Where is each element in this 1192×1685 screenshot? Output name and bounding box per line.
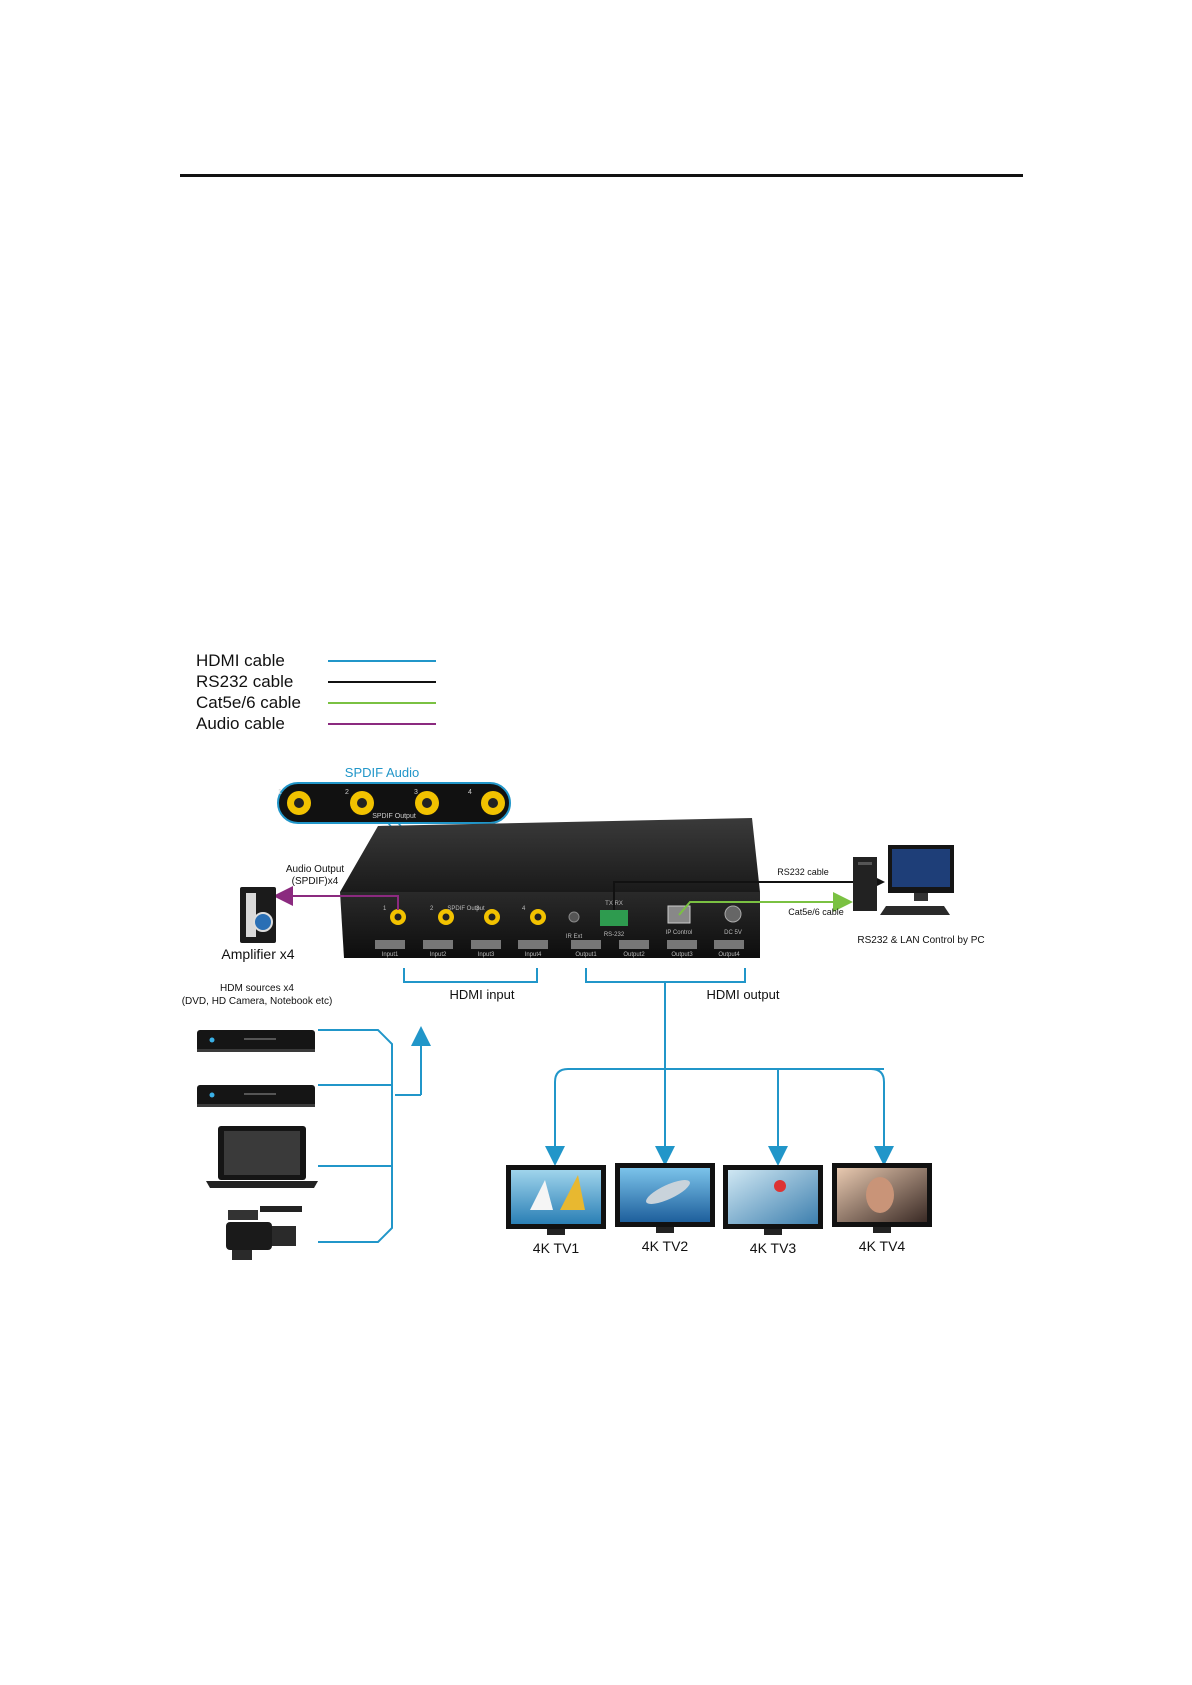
rs232-terminal-icon (600, 910, 628, 926)
coax-number: 2 (430, 906, 434, 912)
legend-item-rs232: RS232 cable (196, 671, 436, 692)
ir-label: IR Ext (566, 934, 583, 940)
pc-tower-icon (853, 857, 877, 911)
dvd-player-icon (197, 1030, 315, 1052)
hdmi-port-icon (571, 940, 601, 949)
hdmi-output-bracket: HDMI output (545, 968, 894, 1166)
legend-label: Audio cable (196, 713, 285, 733)
dc-jack-icon (724, 905, 742, 923)
cable-legend: HDMI cable RS232 cable Cat5e/6 cable Aud… (196, 650, 436, 734)
pc-connections: RS232 cable Cat5e/6 cable (613, 867, 885, 917)
coax-number: 4 (522, 906, 526, 912)
spdif-port-number: 1 (278, 789, 282, 796)
legend-swatch-cat (328, 701, 436, 704)
hdmi-output-label: HDMI output (707, 987, 780, 1002)
dc-label: DC 5V (724, 930, 742, 936)
output-label: Output2 (623, 952, 645, 958)
tv-display: 4K TV4 (832, 1163, 932, 1254)
rs232-label: RS-232 (604, 932, 625, 938)
amplifier-label: Amplifier x4 (221, 946, 294, 962)
hdmi-port-icon (423, 940, 453, 949)
hdmi-port-icon (714, 940, 744, 949)
tv-display: 4K TV1 (506, 1165, 606, 1256)
input-label: Input2 (430, 952, 447, 958)
cat5-cable-label: Cat5e/6 cable (788, 907, 844, 917)
spdif-port-number: 2 (345, 789, 349, 796)
hdmi-input-bracket: HDMI input (395, 968, 538, 1096)
ir-jack-icon (568, 911, 580, 923)
tv-label: 4K TV3 (750, 1240, 797, 1256)
legend-swatch-rs232 (328, 680, 436, 683)
legend-label: RS232 cable (196, 671, 294, 691)
audio-output-label: Audio Output (286, 864, 345, 875)
rs232-cable-label: RS232 cable (777, 867, 829, 877)
hdmi-port-icon (518, 940, 548, 949)
tv-label: 4K TV2 (642, 1238, 689, 1254)
output-label: Output3 (671, 952, 693, 958)
legend-item-hdmi: HDMI cable (196, 650, 436, 671)
input-label: Input4 (525, 952, 542, 958)
header-rule (180, 174, 1023, 177)
camcorder-icon (226, 1206, 302, 1260)
hdmi-sources-label: (DVD, HD Camera, Notebook etc) (182, 996, 333, 1007)
ip-control-label: IP Control (666, 930, 693, 936)
tv-display: 4K TV2 (615, 1163, 715, 1254)
spdif-subtitle: SPDIF Output (372, 813, 416, 820)
tv-display: 4K TV3 (723, 1165, 823, 1256)
legend-item-cat: Cat5e/6 cable (196, 692, 436, 713)
legend-swatch-hdmi (328, 659, 436, 662)
spdif-audio-callout: SPDIF Audio 1 2 3 4 SPDIF Output (277, 765, 511, 911)
hdmi-sources-label: HDM sources x4 (220, 983, 294, 994)
spdif-port-number: 3 (414, 789, 418, 796)
audio-connection: Audio Output (SPDIF)x4 (273, 864, 399, 910)
hdmi-port-icon (619, 940, 649, 949)
hdmi-port-icon (667, 940, 697, 949)
hdmi-sources: HDM sources x4 (DVD, HD Camera, Notebook… (182, 983, 393, 1260)
coax-number: 1 (383, 906, 387, 912)
legend-item-audio: Audio cable (196, 713, 436, 734)
spdif-title: SPDIF Audio (345, 765, 419, 780)
spdif-panel (277, 782, 511, 824)
output-label: Output4 (718, 952, 740, 958)
legend-label: Cat5e/6 cable (196, 692, 301, 712)
input-label: Input3 (478, 952, 495, 958)
pc-control-label: RS232 & LAN Control by PC (857, 935, 984, 946)
audio-output-label: (SPDIF)x4 (292, 876, 339, 887)
hdmi-port-icon (471, 940, 501, 949)
keyboard-icon (880, 906, 950, 915)
spdif-output-panel-label: SPDIF Output (447, 906, 485, 912)
dvd-player-icon (197, 1085, 315, 1107)
hdmi-input-label: HDMI input (449, 987, 514, 1002)
amplifier: Amplifier x4 (221, 887, 295, 962)
legend-label: HDMI cable (196, 650, 285, 670)
notebook-icon (206, 1126, 318, 1188)
hdmi-matrix-device: 1 2 3 4 SPDIF Output IR Ext TX RX RS-232… (340, 818, 760, 958)
tv-label: 4K TV1 (533, 1240, 580, 1256)
input-label: Input1 (382, 952, 399, 958)
hdmi-port-icon (375, 940, 405, 949)
coax-number: 3 (476, 906, 480, 912)
spdif-port-number: 4 (468, 789, 472, 796)
output-label: Output1 (575, 952, 597, 958)
control-pc: RS232 & LAN Control by PC (853, 845, 985, 946)
tv-label: 4K TV4 (859, 1238, 906, 1254)
device-top (340, 818, 760, 892)
legend-swatch-audio (328, 722, 436, 725)
